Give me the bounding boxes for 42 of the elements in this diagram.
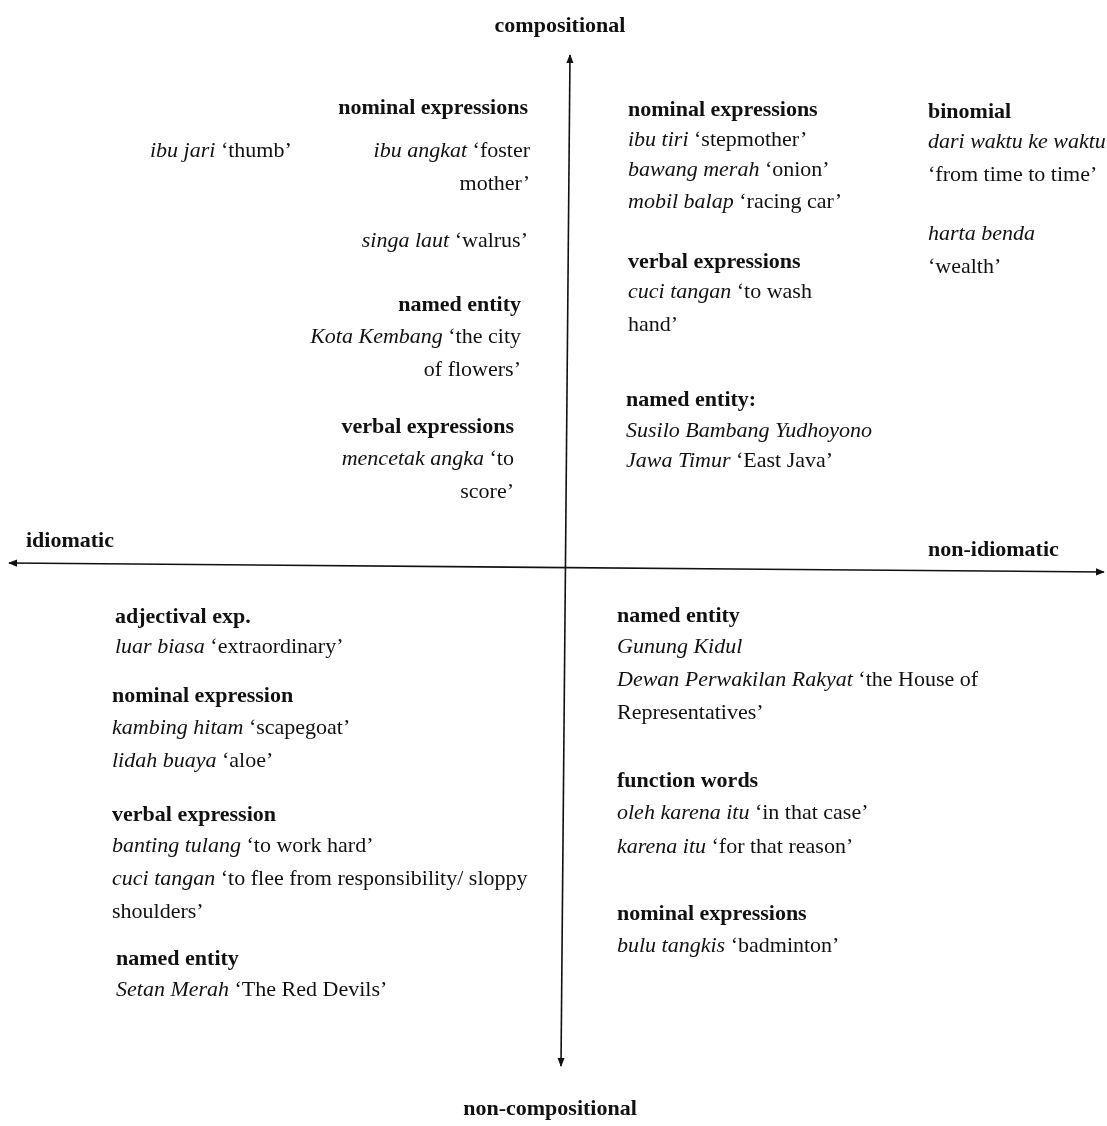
- category-heading: function words: [617, 766, 759, 794]
- category-heading: nominal expressions: [338, 93, 528, 121]
- example-text: karena itu ‘for that reason’: [617, 832, 854, 860]
- example-text: bulu tangkis ‘badminton’: [617, 931, 840, 959]
- example-text: cuci tangan ‘to wash hand’: [628, 277, 813, 338]
- category-heading: named entity: [398, 290, 521, 318]
- axis-label: idiomatic: [26, 526, 114, 554]
- axis-label: non-compositional: [463, 1094, 637, 1122]
- example-text: singa laut ‘walrus’: [361, 226, 528, 254]
- category-heading: named entity: [617, 601, 740, 629]
- category-heading: verbal expressions: [628, 247, 801, 275]
- example-text: ibu jari ‘thumb’: [150, 136, 292, 164]
- example-text: dari waktu ke waktu ‘from time to time’: [928, 127, 1106, 188]
- example-text: Jawa Timur ‘East Java’: [626, 446, 834, 474]
- example-text: cuci tangan ‘to flee from responsibility/ sloppy shoulders’: [112, 864, 529, 925]
- example-text: Dewan Perwakilan Rakyat ‘the House of Representatives’: [617, 665, 980, 726]
- example-text: ibu tiri ‘stepmother’: [628, 125, 808, 153]
- category-heading: binomial: [928, 97, 1012, 125]
- category-heading: named entity: [116, 944, 239, 972]
- category-heading: named entity:: [626, 385, 757, 413]
- example-text: mobil balap ‘racing car’: [628, 187, 843, 215]
- example-text: mencetak angka ‘to score’: [340, 444, 514, 505]
- axis-label: compositional: [494, 11, 626, 39]
- category-heading: nominal expressions: [628, 95, 818, 123]
- category-heading: adjectival exp.: [115, 602, 251, 630]
- example-text: lidah buaya ‘aloe’: [112, 746, 274, 774]
- example-text: luar biasa ‘extraordinary’: [115, 632, 344, 660]
- example-text: harta benda ‘wealth’: [928, 219, 1036, 280]
- example-text: Susilo Bambang Yudhoyono: [626, 416, 873, 444]
- example-text: kambing hitam ‘scapegoat’: [112, 713, 351, 741]
- category-heading: nominal expression: [112, 681, 294, 709]
- example-text: banting tulang ‘to work hard’: [112, 831, 374, 859]
- category-heading: verbal expressions: [341, 412, 514, 440]
- axis-label: non-idiomatic: [928, 535, 1059, 563]
- example-text: Setan Merah ‘The Red Devils’: [116, 975, 388, 1003]
- example-text: oleh karena itu ‘in that case’: [617, 798, 869, 826]
- example-text: ibu angkat ‘foster mother’: [372, 136, 530, 197]
- example-text: Gunung Kidul: [617, 632, 743, 660]
- category-heading: verbal expression: [112, 800, 276, 828]
- example-text: Kota Kembang ‘the city of flowers’: [309, 322, 521, 383]
- example-text: bawang merah ‘onion’: [628, 155, 830, 183]
- category-heading: nominal expressions: [617, 899, 807, 927]
